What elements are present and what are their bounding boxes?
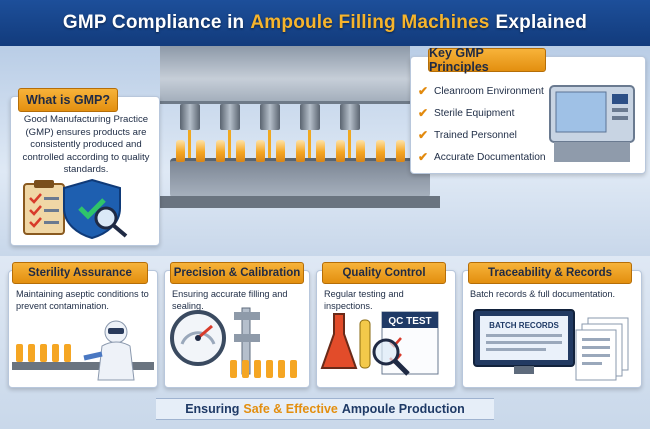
gauge-icon [170,310,226,366]
batch-records-illustration: BATCH RECORDS [473,309,629,381]
nozzle [260,104,280,130]
sterility-text: Maintaining aseptic conditions to preven… [16,289,149,311]
batch-records-label: BATCH RECORDS [489,321,559,330]
ampoule [276,140,285,162]
ampoule [296,140,305,162]
clipboard-shield-illustration [23,178,128,240]
ampoule [176,140,185,162]
what-is-gmp-text: Good Manufacturing Practice (GMP) ensure… [22,114,150,175]
filling-stream [348,130,351,160]
nozzle [180,104,200,130]
precision-heading: Precision & Calibration [170,262,304,284]
ampoule [236,140,245,162]
ampoule [376,140,385,162]
quality-control-text: Regular testing and inspections. [324,289,404,311]
traceability-heading: Traceability & Records [468,262,632,284]
check-icon: ✔ [418,150,429,164]
monitor-icon: BATCH RECORDS [473,309,575,374]
cleanroom-operator-illustration [12,320,154,381]
ampoule [256,140,265,162]
gauge-caliper-illustration [170,307,297,378]
qc-test-illustration: QC TEST [320,311,439,376]
title-part1: GMP Compliance in [62,12,245,33]
nozzle [340,104,360,130]
clipboard-icon [23,180,65,235]
check-icon: ✔ [418,84,429,98]
qc-test-label: QC TEST [388,316,431,327]
ampoule [316,140,325,162]
precision-text: Ensuring accurate filling and sealing. [172,289,288,311]
check-icon: ✔ [418,128,429,142]
principle-item: ✔Accurate Documentation [418,150,546,164]
ampoule [356,140,365,162]
principle-item: ✔Trained Personnel [418,128,517,142]
key-principles-list: ✔Cleanroom Environment ✔Sterile Equipmen… [418,80,546,168]
title-part2: Explained [495,12,588,33]
traceability-text: Batch records & full documentation. [470,289,616,299]
sterility-heading: Sterility Assurance [12,262,148,284]
nozzle [220,104,240,130]
document-stack-icon [575,317,629,381]
page-title: GMP Compliance in Ampoule Filling Machin… [0,0,650,46]
quality-control-heading: Quality Control [322,262,446,284]
filling-machine-head [160,46,410,104]
ampoule [216,140,225,162]
ampoule [336,140,345,162]
title-highlight: Ampoule Filling Machines [250,12,490,33]
key-principles-heading: Key GMP Principles [428,46,546,74]
footer-tagline: Ensuring Safe & Effective Ampoule Produc… [156,398,494,420]
filling-stream [188,130,191,160]
filling-stream [308,130,311,160]
principle-item: ✔Cleanroom Environment [418,84,544,98]
filling-stream [228,130,231,160]
what-is-gmp-heading: What is GMP? [18,88,118,112]
conveyor [140,196,440,208]
magnifier-icon [372,338,410,376]
principle-item: ✔Sterile Equipment [418,106,515,120]
filling-stream [268,130,271,160]
title-bar [0,0,650,46]
magnifier-icon [94,206,128,238]
isolator-machine-illustration [549,85,635,162]
check-icon: ✔ [418,106,429,120]
flask-icon [320,313,371,369]
ampoule [196,140,205,162]
nozzle [300,104,320,130]
ampoule [396,140,405,162]
turntable [170,158,430,198]
